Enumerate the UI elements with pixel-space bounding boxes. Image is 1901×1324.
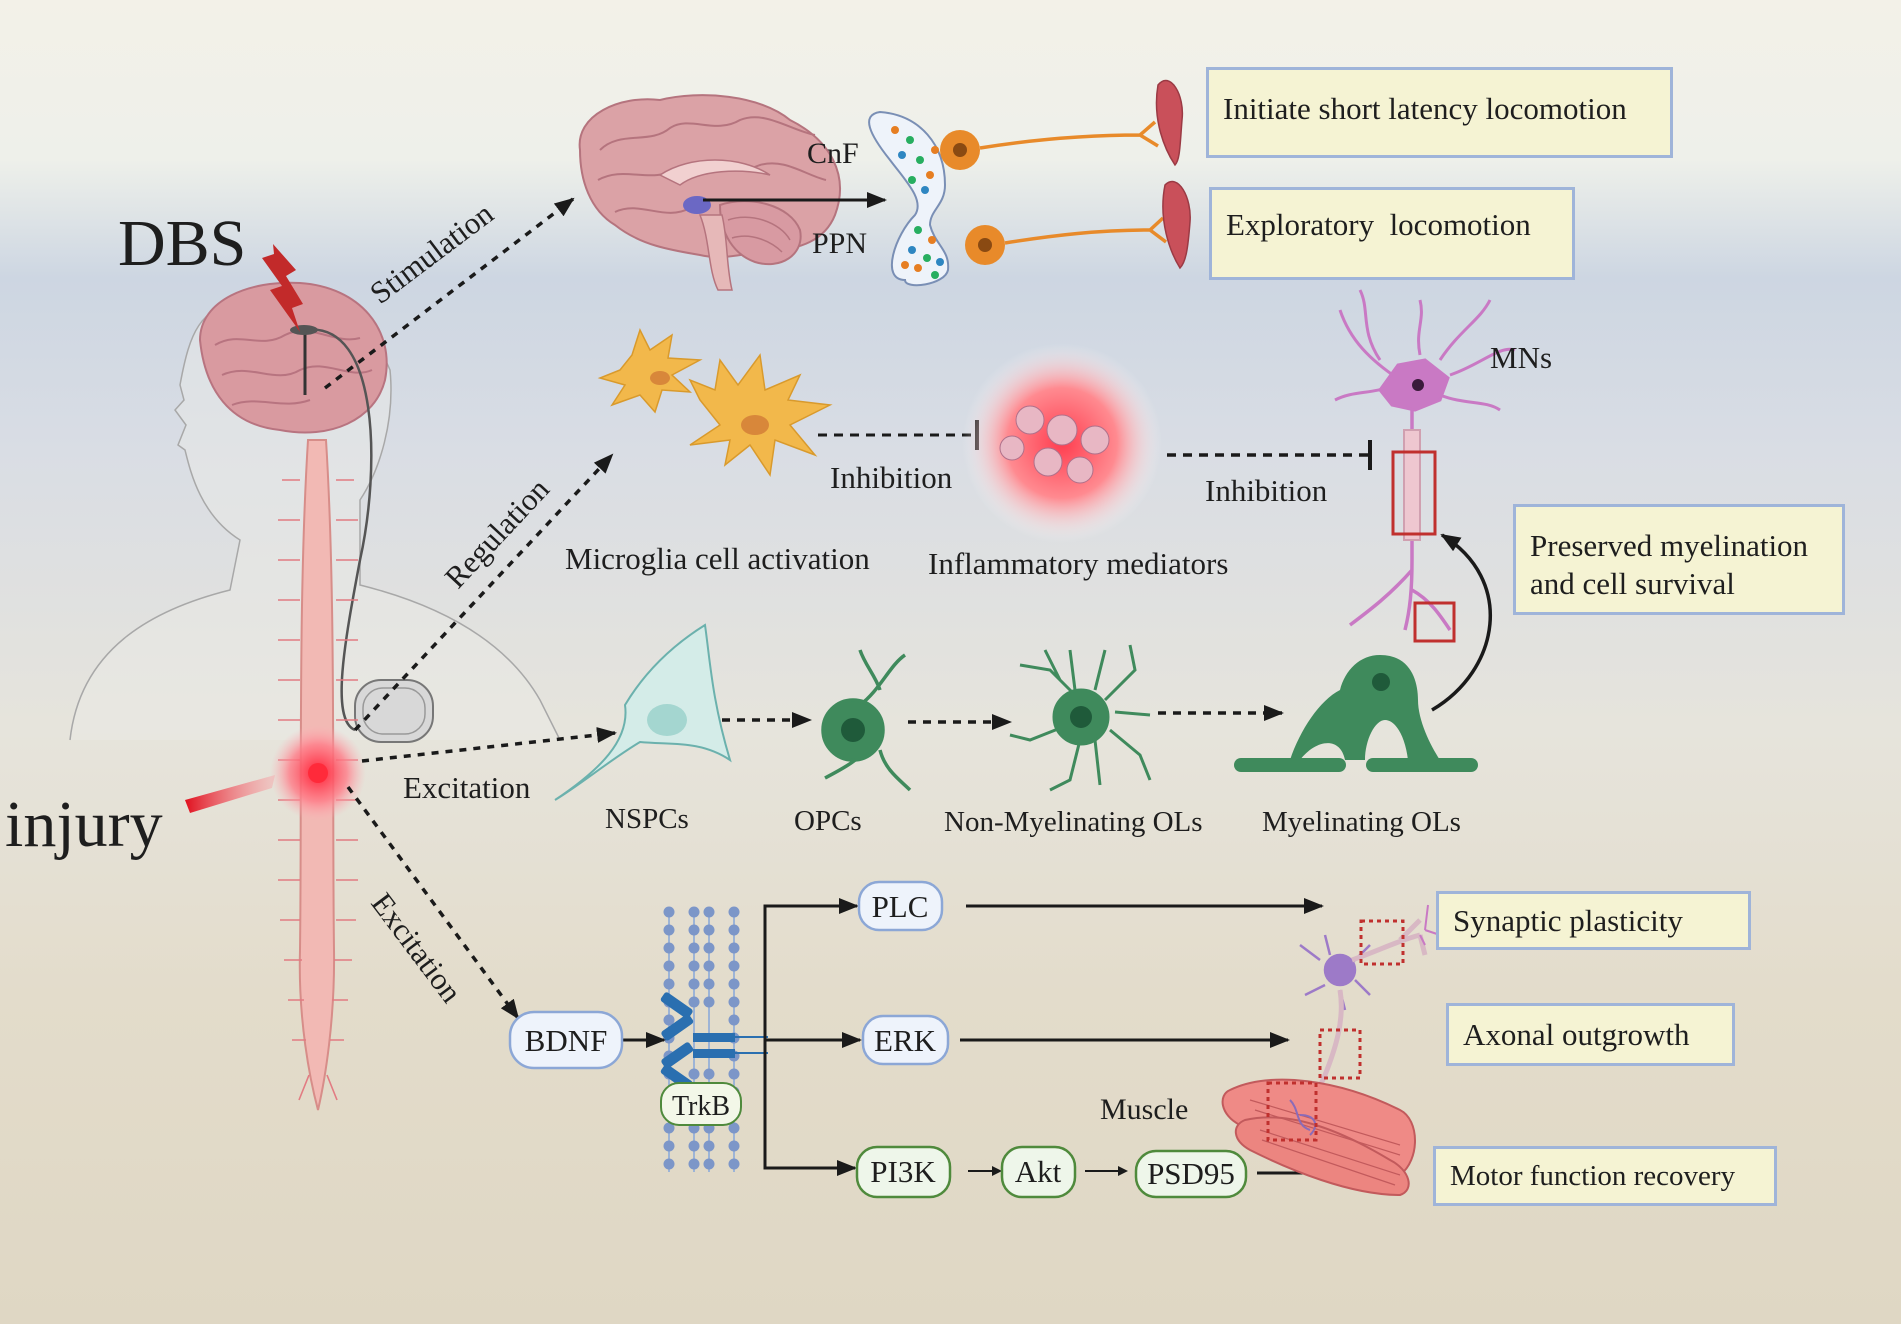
trkb-receptor-icon [660, 992, 768, 1091]
opc-cell [821, 649, 912, 792]
muscle-label: Muscle [1100, 1093, 1188, 1126]
brain-in-head [198, 281, 388, 434]
dbs-pulse-generator [354, 679, 434, 743]
microglia-label: Microglia cell activation [565, 541, 870, 576]
lightning-bolt-icon [262, 244, 303, 332]
muscle-icon-top [1155, 79, 1184, 167]
plc-node: PLC [872, 889, 929, 924]
exploratory-locomotion-box: Exploratory locomotion [1209, 187, 1575, 280]
short-latency-locomotion-box: Initiate short latency locomotion [1206, 67, 1673, 158]
microglia-cells [597, 328, 833, 478]
stimulation-label: Stimulation [363, 195, 500, 310]
nspc-cell [554, 623, 732, 801]
psd95-node: PSD95 [1147, 1156, 1235, 1191]
myelination-text-line1: Preserved myelination [1530, 528, 1809, 563]
muscle-icon-bottom [1162, 180, 1191, 270]
myelinating-label: Myelinating OLs [1262, 806, 1461, 838]
axonal-text: Axonal outgrowth [1463, 1017, 1690, 1052]
inhibition-label-left: Inhibition [830, 460, 953, 495]
trkb-node: TrkB [672, 1091, 730, 1122]
injury-beam [185, 775, 275, 813]
erk-node: ERK [874, 1023, 937, 1058]
synaptic-plasticity-box: Synaptic plasticity [1436, 891, 1751, 950]
inhibition-label-right: Inhibition [1205, 473, 1328, 508]
short-latency-text: Initiate short latency locomotion [1223, 91, 1627, 126]
akt-node: Akt [1015, 1154, 1062, 1189]
injury-label: injury [5, 788, 163, 861]
myelination-survival-box: Preserved myelination and cell survival [1513, 504, 1845, 615]
exploratory-text: Exploratory locomotion [1226, 207, 1531, 242]
excitation-bdnf-arrow [346, 785, 520, 1020]
bdnf-node: BDNF [525, 1023, 608, 1058]
synapse-highlight-box [1359, 919, 1405, 966]
dbs-lead-wire [304, 328, 373, 732]
trkb-to-plc-arrow [763, 898, 859, 1040]
synapse-neuron-illustration [1288, 904, 1441, 1122]
trkb-to-pi3k-arrow [763, 1040, 857, 1176]
myelination-curved-arrow [1431, 533, 1492, 712]
locomotion-neurons [940, 79, 1191, 270]
mns-label: MNs [1490, 340, 1552, 375]
non-myelinating-label: Non-Myelinating OLs [944, 806, 1203, 838]
non-myelinating-ol-cell [1009, 644, 1152, 792]
motor-function-recovery-box: Motor function recovery [1433, 1146, 1777, 1206]
excitation-nspc-arrow [361, 727, 617, 763]
pi3k-node: PI3K [870, 1154, 936, 1189]
stimulation-arrow [323, 197, 575, 390]
axon-highlight-box [1318, 1028, 1362, 1080]
pathway-node-shapes [508, 880, 1248, 1199]
motor-neuron-illustration [1334, 289, 1516, 631]
excitation-label-low: Excitation [364, 886, 469, 1009]
ppn-label: PPN [812, 227, 867, 260]
dbs-label: DBS [118, 207, 246, 280]
axonal-outgrowth-box: Axonal outgrowth [1446, 1003, 1735, 1066]
brainstem-nuclei-cluster [868, 110, 950, 287]
terminal-highlight-box [1413, 601, 1456, 643]
nspcs-label: NSPCs [605, 803, 689, 835]
human-body-illustration [69, 281, 561, 1111]
inflammatory-label: Inflammatory mediators [928, 546, 1228, 581]
motor-text: Motor function recovery [1450, 1160, 1736, 1192]
brain-sagittal-illustration [578, 94, 841, 291]
cnf-label: CnF [807, 137, 859, 170]
regulation-arrow [353, 453, 614, 732]
nmj-highlight-box [1266, 1081, 1318, 1142]
excitation-label-mid: Excitation [403, 770, 531, 805]
synaptic-text: Synaptic plasticity [1453, 903, 1683, 938]
myelinating-ol-cell [1234, 655, 1478, 772]
muscle-bundle-illustration [1221, 1078, 1416, 1197]
opcs-label: OPCs [794, 805, 862, 837]
myelin-highlight-box [1391, 450, 1437, 536]
myelination-text-line2: and cell survival [1530, 566, 1735, 601]
inflammatory-mediators-illustration [962, 343, 1162, 543]
